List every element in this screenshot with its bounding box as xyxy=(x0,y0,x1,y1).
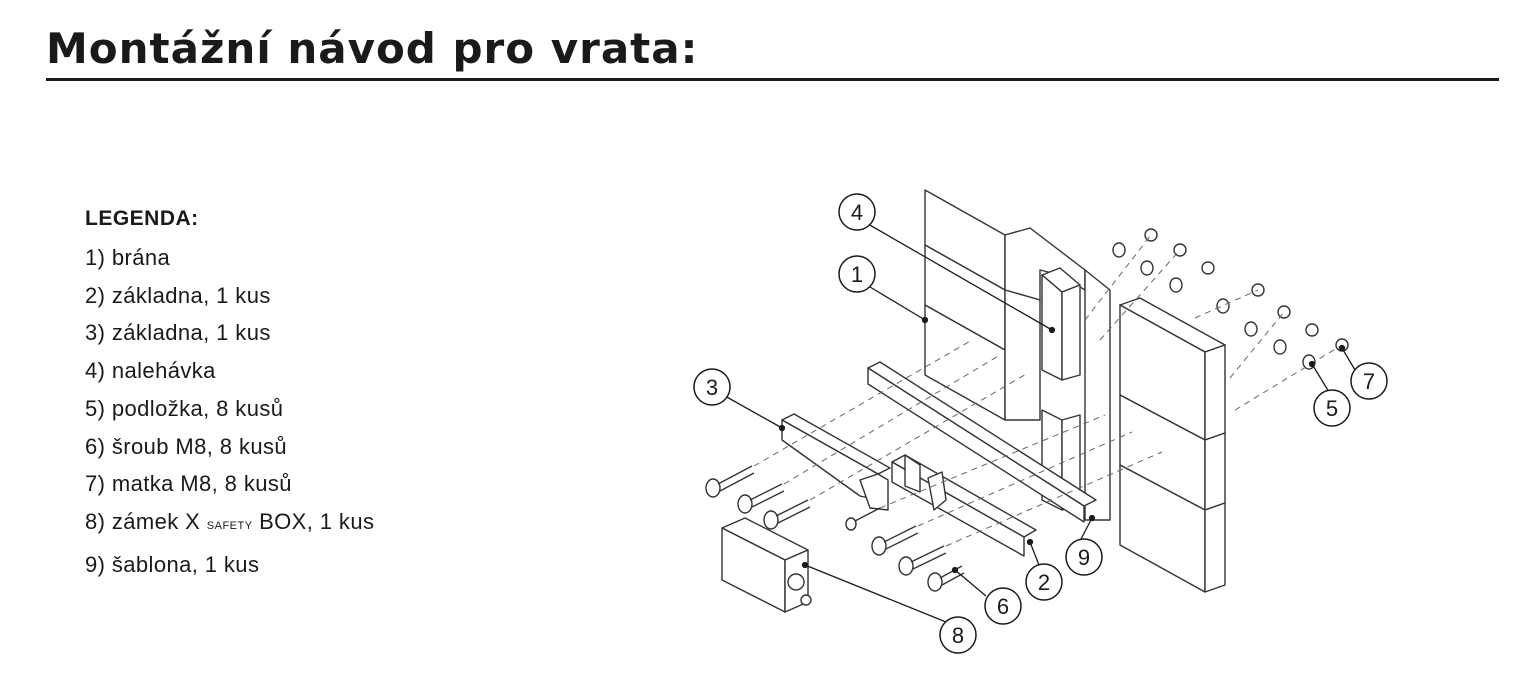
callout-3: 3 xyxy=(693,368,731,406)
svg-text:5: 5 xyxy=(1326,396,1338,421)
callout-1: 1 xyxy=(838,255,876,293)
template-plate xyxy=(867,361,1097,523)
legend-item-8: 8) zámek X SAFETY BOX, 1 kus xyxy=(85,508,375,534)
legend-item-1: 1) brána xyxy=(85,245,171,270)
callout-4: 4 xyxy=(838,193,876,231)
legend-item-7: 7) matka M8, 8 kusů xyxy=(85,471,292,497)
title-underline xyxy=(46,78,1499,81)
callout-5: 5 xyxy=(1313,389,1351,427)
svg-text:3: 3 xyxy=(706,375,718,400)
svg-text:9: 9 xyxy=(1078,545,1090,570)
legend-item-5: 5) podložka, 8 kusů xyxy=(85,395,284,421)
callout-2: 2 xyxy=(1025,563,1063,601)
base-2 xyxy=(891,454,1037,557)
legend-item-6: 6) šroub M8, 8 kusů xyxy=(85,433,288,459)
callout-7: 7 xyxy=(1350,362,1388,400)
legend: LEGENDA: 1) brána 2) základna, 1 kus 3) … xyxy=(85,203,374,583)
callout-6: 6 xyxy=(984,587,1022,625)
legend-item-3: 3) základna, 1 kus xyxy=(85,320,271,346)
washers-and-nuts xyxy=(1112,228,1349,370)
wall-blocks xyxy=(1119,297,1226,593)
callout-8: 8 xyxy=(939,616,977,654)
svg-text:6: 6 xyxy=(997,594,1009,619)
svg-text:4: 4 xyxy=(851,200,863,225)
svg-text:8: 8 xyxy=(952,623,964,648)
legend-item-4: 4) nalehávka xyxy=(85,358,216,384)
legend-item-2: 2) základna, 1 kus xyxy=(85,282,271,308)
svg-text:7: 7 xyxy=(1363,369,1375,394)
leader-lines xyxy=(724,223,1356,623)
gate-post xyxy=(924,189,1111,521)
svg-text:1: 1 xyxy=(851,262,863,287)
callout-9: 9 xyxy=(1065,538,1103,576)
bolts xyxy=(705,465,965,592)
legend-heading: LEGENDA: xyxy=(85,207,199,230)
svg-text:2: 2 xyxy=(1038,570,1050,595)
legend-list: 1) brána 2) základna, 1 kus 3) základna,… xyxy=(85,239,374,583)
base-3 xyxy=(781,413,891,511)
callouts: 1 2 3 4 5 6 7 8 9 xyxy=(693,193,1388,654)
legend-item-9: 9) šablona, 1 kus xyxy=(85,551,260,577)
page-title: Montážní návod pro vrata: xyxy=(46,24,699,73)
alignment-lines xyxy=(753,234,1343,547)
padlock xyxy=(721,517,812,613)
